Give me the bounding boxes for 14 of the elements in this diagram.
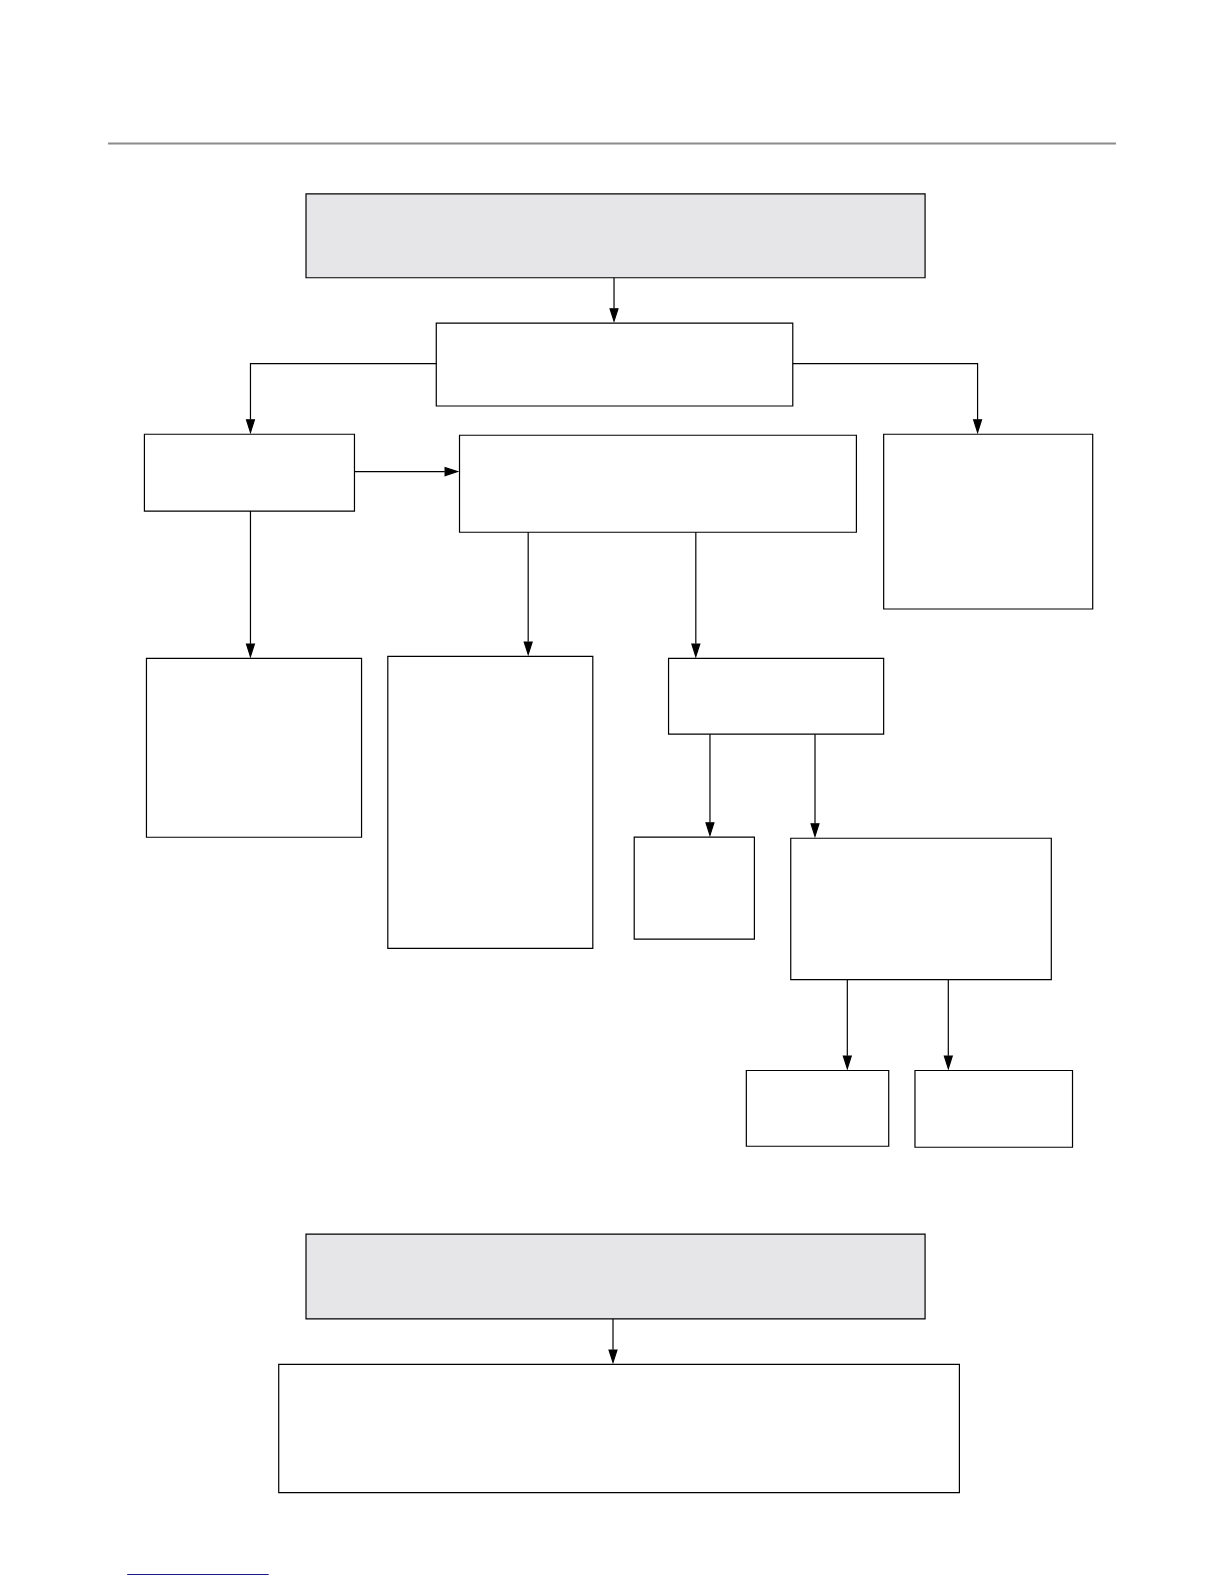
process-box (435, 322, 794, 407)
process-box (633, 836, 755, 940)
process-box (145, 657, 363, 838)
process-box (143, 433, 356, 512)
process-box (387, 655, 594, 949)
process-box (790, 837, 1052, 981)
process-box (883, 433, 1094, 610)
process-box (914, 1069, 1074, 1148)
process-box (745, 1069, 890, 1147)
header-box (305, 1233, 926, 1320)
header-box (305, 193, 926, 279)
process-box (458, 434, 857, 533)
process-box (278, 1363, 960, 1494)
process-box (667, 657, 885, 735)
